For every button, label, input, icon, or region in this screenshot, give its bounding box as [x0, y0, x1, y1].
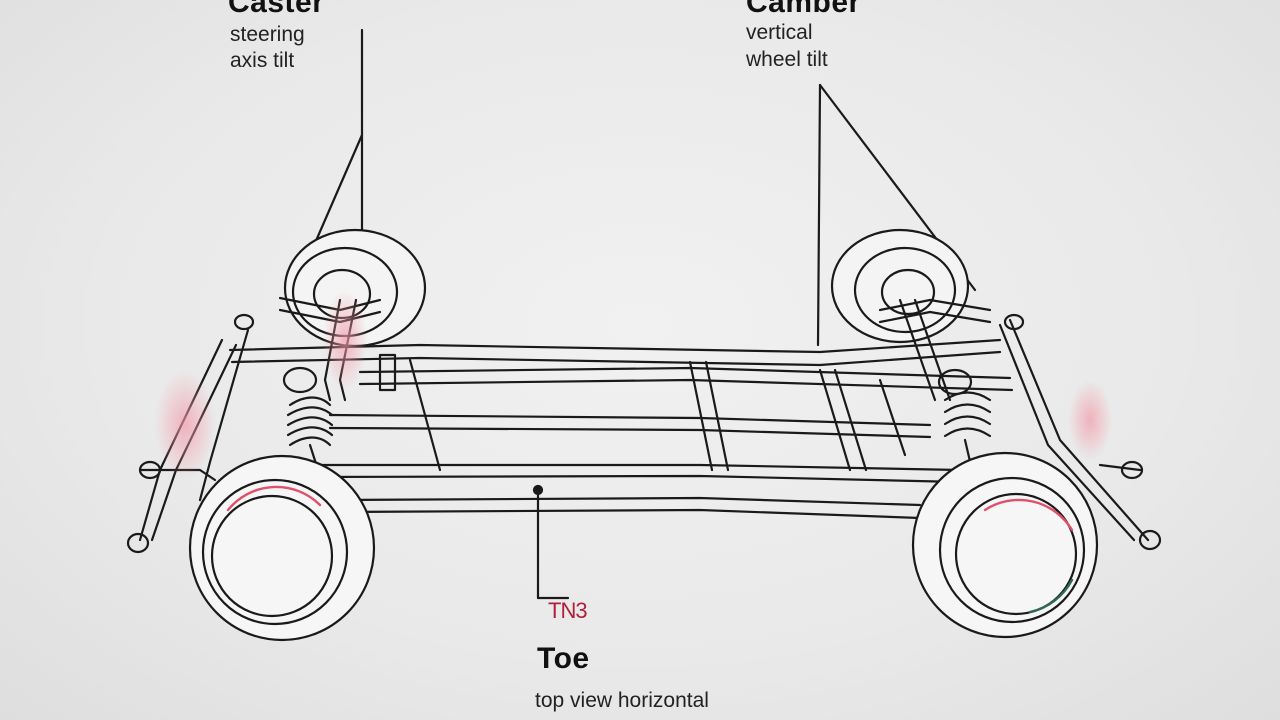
right-suspension: [878, 298, 992, 472]
toe-title: Toe: [537, 642, 590, 675]
toe-leader-line: [532, 484, 570, 600]
front-right-wheel: [911, 451, 1099, 639]
camber-description-line-2: wheel tilt: [746, 48, 828, 71]
toe-description-line-1: top view horizontal: [535, 689, 709, 712]
caster-description-line-2: axis tilt: [230, 49, 295, 72]
caster-title: Caster: [228, 0, 325, 19]
rear-right-wheel: [830, 228, 970, 344]
toe-code-label: TN3: [548, 598, 588, 623]
camber-title: Camber: [746, 0, 861, 19]
camber-description-line-1: vertical: [746, 21, 813, 44]
accent-highlights: [155, 290, 1112, 614]
front-left-wheel: [188, 454, 376, 642]
caster-description-line-1: steering: [230, 23, 305, 46]
